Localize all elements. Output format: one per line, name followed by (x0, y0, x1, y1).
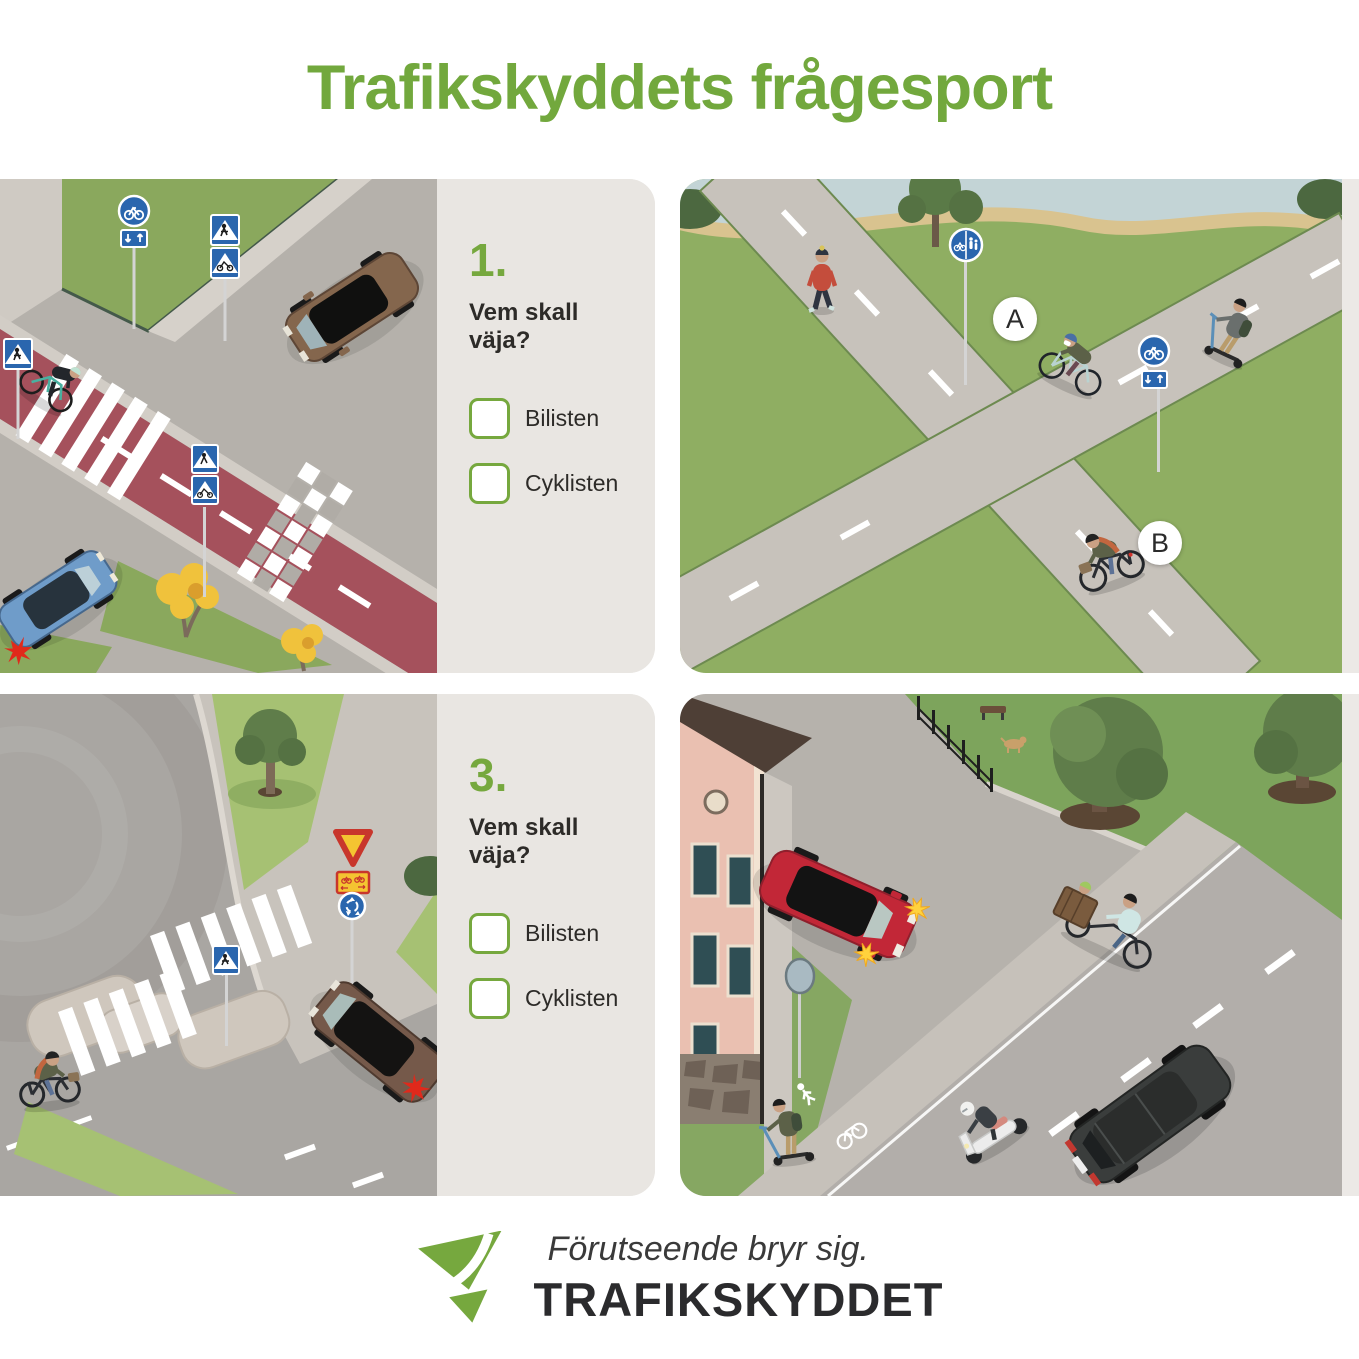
sidewalk (0, 179, 62, 329)
path-east-west (680, 211, 1342, 673)
scooter-rider (1202, 298, 1253, 370)
sign-yield-roundabout (333, 829, 373, 987)
cyclist-a (1037, 333, 1102, 400)
cyclist (19, 1051, 81, 1113)
sidewalk (148, 179, 372, 342)
zebra-crossing (58, 969, 197, 1076)
bush (404, 856, 437, 896)
scene-3-illustration (0, 694, 437, 1196)
painted-pedestrian-symbol (797, 1083, 816, 1106)
moped (958, 1101, 1030, 1165)
autumn-tree (281, 624, 323, 672)
checkbox-cyklisten[interactable] (469, 977, 510, 1019)
scene-1-wrap (0, 179, 437, 673)
marker-a: A (993, 297, 1037, 341)
car-brown-suv (282, 251, 424, 365)
option-label: Cyklisten (525, 984, 619, 1011)
question-panel-1: 1. Vem skall väja? Bilisten Cyklisten (437, 179, 655, 673)
question-prompt: Vem skall väja? (469, 299, 579, 355)
autumn-tree (156, 563, 219, 638)
bush (1297, 179, 1342, 219)
dog (1000, 736, 1027, 753)
cargo-bike (1052, 881, 1152, 972)
drainpipe (760, 774, 764, 1124)
trafikskyddet-logo-icon (417, 1230, 502, 1323)
question-1-card: 1. Vem skall väja? Bilisten Cyklisten (0, 179, 655, 673)
scene-4-card (680, 694, 1342, 1196)
row-question-3: 3. Vem skall väja? Bilisten Cyklisten (0, 694, 1359, 1196)
roundabout-lane (0, 694, 228, 1042)
tree (1050, 697, 1168, 830)
question-number: 1. (469, 234, 508, 286)
header: Trafikskyddets frågesport (0, 0, 1359, 179)
painted-bike-symbol (836, 1122, 868, 1150)
question-number: 3. (469, 749, 508, 801)
grass-verge (792, 946, 852, 1164)
sign-pedestrian-crossing (3, 338, 33, 439)
cyclist (16, 366, 81, 417)
grass-verge (14, 1102, 238, 1196)
edge-strip (1342, 179, 1359, 673)
grass-edge (396, 890, 437, 994)
option-cyklisten: Cyklisten (469, 462, 655, 504)
question-prompt: Vem skall väja? (469, 814, 579, 870)
scooter-rider (758, 1098, 817, 1167)
pedestrian (806, 245, 838, 315)
sign-pedestrian-crossing (212, 945, 240, 1046)
scene-2-card: A B (680, 179, 1342, 673)
checkbox-bilisten[interactable] (469, 397, 510, 439)
car-blue (0, 548, 123, 666)
grass-verge (680, 1124, 764, 1196)
question-panel-3: 3. Vem skall väja? Bilisten Cyklisten (437, 694, 655, 1196)
sign-bike-path-two-way (1137, 334, 1171, 472)
logo-brand: TRAFIKSKYDDET (533, 1273, 944, 1326)
marker-b: B (1138, 521, 1182, 565)
car-brown (308, 979, 437, 1103)
cyclist-b (1078, 533, 1146, 596)
lane-dashes (1048, 949, 1296, 1137)
option-label: Bilisten (525, 919, 600, 946)
sign-pedestrian-bike-crossing (210, 214, 240, 341)
option-label: Bilisten (525, 404, 600, 431)
car-black-suv (1064, 1044, 1236, 1187)
scene-1-illustration (0, 179, 437, 673)
blinker-flash (903, 896, 931, 922)
checkered-crossing (236, 461, 353, 603)
lane-dashes (728, 209, 1341, 637)
tree (228, 709, 316, 809)
tree (1254, 694, 1342, 804)
edge-strip (1342, 694, 1359, 1196)
tree (898, 179, 983, 247)
checkbox-cyklisten[interactable] (469, 462, 510, 504)
sign-shared-path (948, 227, 984, 385)
logo-tagline: Förutseende bryr sig. (547, 1230, 869, 1268)
checkbox-bilisten[interactable] (469, 912, 510, 954)
option-cyklisten: Cyklisten (469, 977, 655, 1019)
blinker-flash (4, 636, 32, 666)
option-label: Cyklisten (525, 469, 619, 496)
footer-logo: Förutseende bryr sig. TRAFIKSKYDDET (0, 1230, 1359, 1327)
blinker-flash (853, 942, 880, 967)
car-red (752, 846, 931, 967)
building (680, 694, 812, 1124)
row-question-1: 1. Vem skall väja? Bilisten Cyklisten (0, 179, 1359, 673)
scene-3-wrap (0, 694, 437, 1196)
park-bench (980, 706, 1006, 720)
shared-path (738, 812, 1236, 1196)
question-3-card: 3. Vem skall väja? Bilisten Cyklisten (0, 694, 655, 1196)
blinker-flash (402, 1073, 432, 1103)
scene-4-illustration (680, 694, 1342, 1196)
scene-2-illustration (680, 179, 1342, 673)
option-bilisten: Bilisten (469, 397, 655, 439)
park-fence (917, 696, 993, 792)
option-bilisten: Bilisten (469, 912, 655, 954)
sign-pedestrian-bike-crossing (191, 444, 219, 597)
logo-text: Förutseende bryr sig. TRAFIKSKYDDET (534, 1230, 944, 1327)
lane-dashes (283, 1143, 385, 1189)
sign-bike-path (117, 194, 151, 329)
traffic-mirror (784, 957, 816, 1078)
page-title: Trafikskyddets frågesport (306, 53, 1053, 123)
